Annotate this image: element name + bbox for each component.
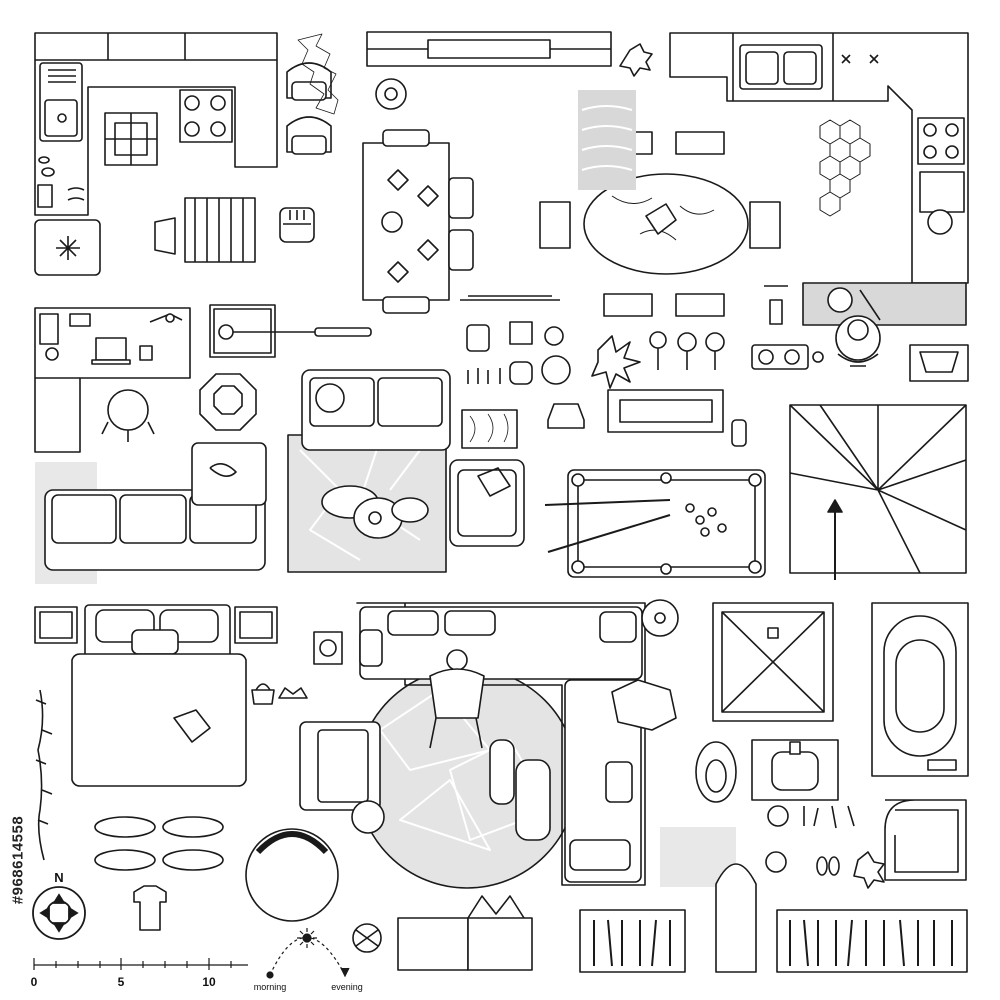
scale-label-0: 0	[31, 975, 38, 989]
kitchen-utensils-icon	[37, 156, 85, 208]
blanket-icon	[611, 679, 677, 731]
dining-table-rect	[362, 129, 474, 314]
fireplace-icon	[547, 389, 724, 433]
person-seated-icon	[429, 649, 485, 749]
round-chair-icon	[245, 828, 339, 922]
pebble-coffee-table	[321, 485, 429, 539]
scale-label-5: 5	[118, 975, 125, 989]
kitchen-l-counter	[34, 32, 278, 216]
sun-path-icon	[266, 928, 350, 979]
grey-tile-strip	[578, 90, 636, 190]
bookshelf-right	[776, 909, 968, 973]
sofa-top-icon	[301, 369, 451, 451]
tshirt-icon	[133, 885, 167, 931]
sun-path-start-label: morning	[254, 982, 287, 992]
spiral-staircase	[789, 404, 967, 580]
bath-accessories	[765, 805, 885, 889]
double-sink-icon	[739, 44, 879, 90]
bench-icon	[154, 197, 256, 263]
lounge-chair-icon	[299, 721, 385, 834]
vine-plant-icon	[35, 689, 53, 861]
ironing-board-icon	[715, 863, 757, 973]
bathroom-sink-icon	[751, 739, 839, 801]
scale-bar	[33, 958, 248, 970]
plant-icon-bottom	[352, 923, 382, 953]
l-sectional-sofa	[356, 602, 646, 886]
hatched-sculpture-icon	[297, 33, 339, 115]
laptop-icon	[39, 313, 183, 365]
cooktop-icon	[917, 117, 965, 235]
stove-icon	[179, 89, 233, 143]
parquet-tile	[104, 112, 158, 166]
chair-icon	[279, 207, 315, 243]
office-desk	[34, 307, 191, 453]
kitchen-sink	[39, 62, 83, 142]
office-chair-icon	[101, 389, 155, 442]
corner-shower-icon	[884, 799, 967, 881]
compass-icon	[32, 886, 86, 940]
wheel-icon	[641, 599, 679, 637]
side-table-flower	[313, 631, 343, 665]
oval-dining-table	[539, 131, 781, 317]
cookware-icons	[649, 285, 824, 447]
fridge-icon	[34, 219, 101, 276]
three-seat-sofa	[44, 442, 267, 571]
kitchen-island	[802, 282, 967, 326]
plant-icon	[375, 43, 653, 110]
double-bed	[71, 604, 247, 787]
window-wall-icon	[366, 31, 612, 67]
appliance-icons-row	[466, 321, 571, 385]
stock-id-label: #968614558	[6, 760, 30, 960]
toilet-icon	[695, 741, 737, 803]
stock-id-text: #968614558	[9, 815, 27, 905]
nightstand-right	[234, 606, 278, 644]
bookshelf-left	[579, 909, 686, 973]
armchair-icon	[286, 62, 332, 155]
houseplant-icon	[591, 335, 641, 389]
person-cooking-icon	[835, 315, 881, 367]
tv-stand-icon	[460, 295, 560, 301]
octagon-table-icon	[199, 373, 257, 431]
wood-grain-tile	[461, 409, 518, 449]
floor-lamp-icon	[218, 324, 372, 340]
pillows-group	[94, 816, 224, 871]
coffee-table-tall	[489, 739, 551, 841]
sun-path-end-label: evening	[331, 982, 363, 992]
compass-north-label: N	[54, 870, 63, 885]
bathtub-icon	[871, 602, 969, 777]
kitchen-right-counter	[669, 32, 969, 284]
scale-label-10: 10	[202, 975, 216, 989]
nightstand-left	[34, 606, 78, 644]
oven-icon	[909, 344, 969, 382]
hexagon-tile	[819, 119, 871, 217]
armchair-large-icon	[449, 459, 525, 547]
storage-boxes	[397, 895, 533, 971]
handbag-icon	[251, 683, 308, 705]
pool-table	[544, 469, 766, 578]
shower-icon	[712, 602, 834, 722]
